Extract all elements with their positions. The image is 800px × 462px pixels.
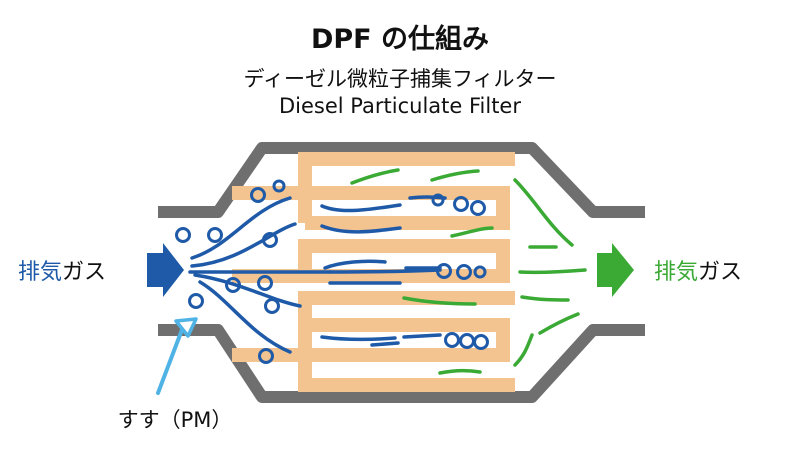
soot-label: すす（PM） [118,408,233,432]
flow-line [320,335,397,342]
flow-line [520,295,570,302]
soot-particle [175,227,191,243]
soot-particle [257,275,273,291]
soot-particle [456,264,472,280]
flow-line [350,168,400,185]
soot-particle [258,348,274,364]
soot-particle [225,277,241,293]
soot-particle [473,265,487,279]
flow-line [430,169,480,182]
flow-line [190,222,297,268]
inlet-label-kana: ガス [62,260,106,285]
soot-particle [272,179,286,193]
housing-upper-wall [158,142,645,218]
flow-line [513,333,534,367]
outlet-channel [298,152,515,223]
soot-particle [459,333,475,349]
outlet-label: 排気ガス [654,260,742,285]
subtitle-english: Diesel Particulate Filter [279,94,521,118]
inlet-label-kanji: 排気 [18,260,62,285]
soot-particle [470,200,486,216]
flow-line [190,196,292,260]
soot-particle [262,232,278,248]
outlet-label-kana: ガス [698,260,742,285]
flow-line [518,268,587,275]
soot-particle [250,187,266,203]
flow-line [438,368,482,375]
flow-line [320,224,402,234]
filter-inlet-channels [232,186,510,362]
subtitle-japanese: ディーゼル微粒子捕集フィルター [243,67,556,91]
soot-particle [436,263,452,279]
flow-line [402,296,477,306]
flow-line [450,226,494,238]
inlet-label: 排気ガス [18,260,106,285]
flow-line [323,259,387,270]
soot-particle [188,293,204,309]
clean-exhaust-flow [350,168,587,375]
outlet-channel [298,291,515,392]
soot-particle [264,298,280,314]
outlet-label-kanji: 排気 [654,260,698,285]
inlet-channel [232,186,510,230]
page-title: DPF の仕組み [311,23,489,55]
soot-particle [207,227,223,243]
outlet-arrow [597,243,634,297]
dirty-exhaust-flow [188,195,447,354]
soot-particle [453,196,469,212]
soot-particle [431,193,445,207]
flow-line [513,178,574,247]
soot-particles [175,179,489,364]
inlet-channel [232,318,510,362]
flow-line [370,341,400,347]
flow-line [198,280,292,354]
soot-pointer-arrowhead [174,317,198,338]
soot-pointer-line [156,325,185,395]
housing-lower-wall [158,324,645,403]
flow-line [193,273,302,308]
flow-line [408,195,447,200]
flow-line [402,333,442,339]
flow-line [328,268,442,274]
soot-particle [444,332,460,348]
flow-line [320,203,402,213]
inlet-arrow [147,243,184,297]
flow-line [538,312,580,335]
soot-particle [473,334,489,350]
